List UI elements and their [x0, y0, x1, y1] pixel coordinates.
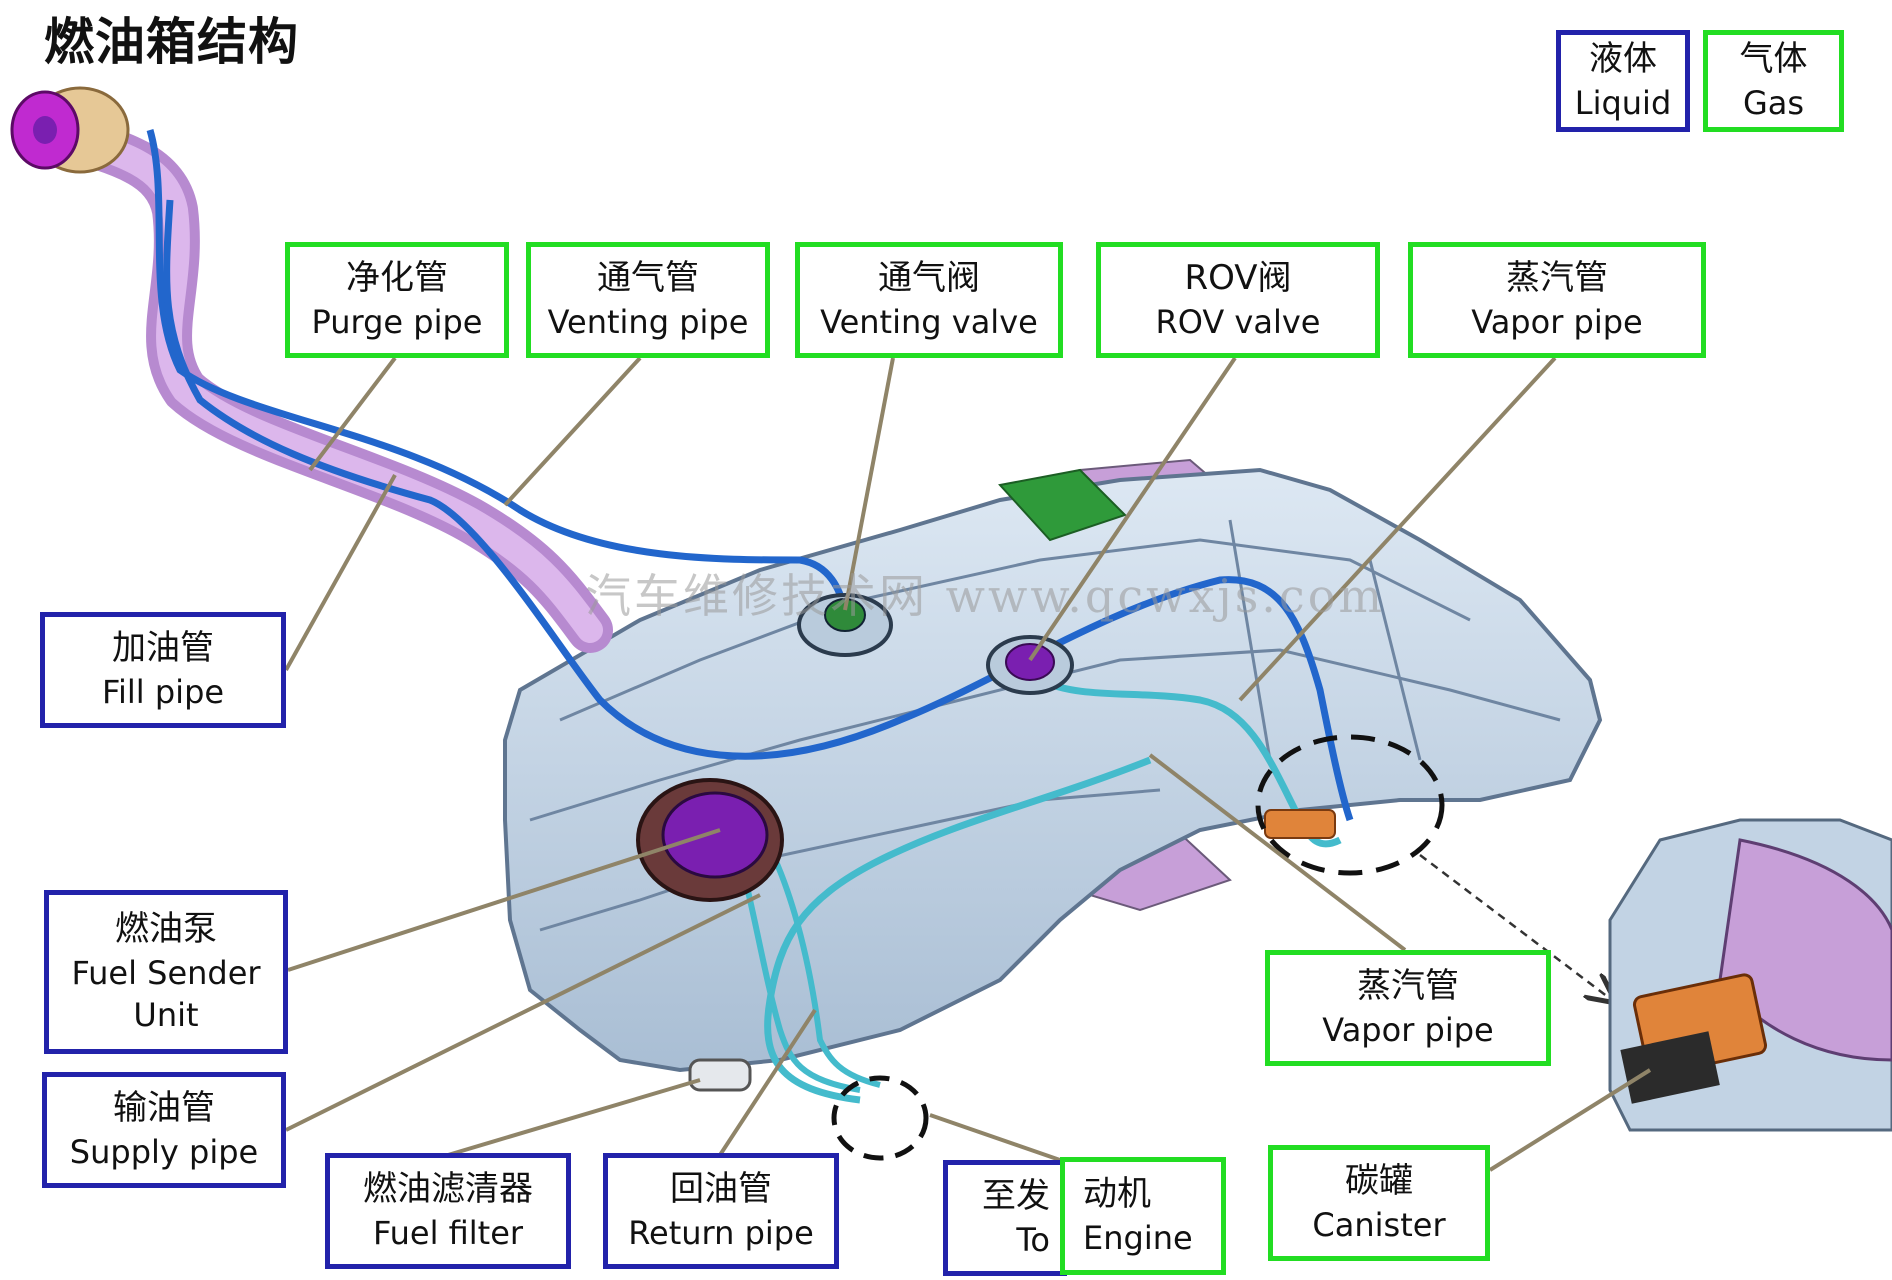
- purge-pipe-line: [163, 199, 1354, 822]
- fill-pipe-tube-highlight: [27, 117, 603, 643]
- label-vapor-pipe-top-en: Vapor pipe: [1471, 303, 1643, 342]
- fuel-filter-body: [688, 1058, 752, 1092]
- label-fuel-sender-unit: 燃油泵 Fuel Sender Unit: [44, 890, 288, 1054]
- label-purge-pipe: 净化管 Purge pipe: [285, 242, 509, 358]
- label-vapor-pipe-bottom-en: Vapor pipe: [1322, 1011, 1494, 1050]
- watermark: 汽车维修技术网 www.qcwxjs.com: [585, 569, 1386, 623]
- label-fuel-sender-unit-zh: 燃油泵: [115, 909, 217, 950]
- label-fuel-filter: 燃油滤清器 Fuel filter: [325, 1153, 571, 1269]
- label-return-pipe-en: Return pipe: [628, 1214, 814, 1253]
- label-rov-valve-zh: ROV阀: [1184, 258, 1292, 299]
- legend-liquid-en: Liquid: [1574, 84, 1672, 123]
- label-to-engine-right: 动机 Engine: [1060, 1157, 1226, 1275]
- label-to-engine-en-1: To: [1016, 1221, 1050, 1260]
- rov-valve: [1005, 643, 1055, 681]
- label-venting-valve-zh: 通气阀: [878, 258, 980, 299]
- page-title: 燃油箱结构: [44, 13, 299, 71]
- canister-connector: [1264, 809, 1336, 839]
- tank-module: [998, 468, 1127, 542]
- label-vapor-pipe-bottom: 蒸汽管 Vapor pipe: [1265, 950, 1551, 1066]
- label-venting-pipe: 通气管 Venting pipe: [526, 242, 770, 358]
- venting-pipe-line: [146, 129, 849, 611]
- label-venting-pipe-zh: 通气管: [597, 258, 699, 299]
- label-venting-valve: 通气阀 Venting valve: [795, 242, 1063, 358]
- label-fuel-sender-unit-en2: Unit: [133, 996, 199, 1035]
- canister-bracket: [1620, 1031, 1720, 1104]
- venting-valve: [824, 598, 866, 632]
- label-supply-pipe: 输油管 Supply pipe: [42, 1072, 286, 1188]
- label-vapor-pipe-bottom-zh: 蒸汽管: [1357, 966, 1459, 1007]
- label-purge-pipe-zh: 净化管: [346, 258, 448, 299]
- label-rov-valve-en: ROV valve: [1155, 303, 1321, 342]
- label-fuel-filter-zh: 燃油滤清器: [363, 1169, 533, 1210]
- legend-liquid-zh: 液体: [1589, 39, 1657, 80]
- label-canister: 碳罐 Canister: [1268, 1145, 1490, 1261]
- label-vapor-pipe-top: 蒸汽管 Vapor pipe: [1408, 242, 1706, 358]
- label-to-engine-zh-2: 动机: [1083, 1174, 1151, 1215]
- leader-lines: [284, 356, 1652, 1172]
- tank-rib: [1228, 519, 1272, 761]
- label-vapor-pipe-top-zh: 蒸汽管: [1506, 258, 1608, 299]
- tank-contour: [539, 788, 1161, 932]
- label-canister-en: Canister: [1312, 1206, 1446, 1245]
- engine-connector-callout: [831, 1075, 929, 1161]
- label-canister-zh: 碳罐: [1345, 1161, 1413, 1202]
- label-venting-valve-en: Venting valve: [820, 303, 1038, 342]
- label-venting-pipe-en: Venting pipe: [547, 303, 749, 342]
- label-supply-pipe-en: Supply pipe: [69, 1133, 259, 1172]
- filler-cap-center: [33, 116, 57, 144]
- label-to-engine-left: 至发 To: [943, 1160, 1067, 1276]
- label-fuel-sender-unit-en1: Fuel Sender: [71, 954, 261, 993]
- return-pipe-line: [757, 828, 881, 1088]
- tank-contour: [559, 538, 1471, 722]
- label-to-engine-zh-1: 至发: [982, 1176, 1050, 1217]
- callout-arrow: [1419, 854, 1612, 1000]
- label-fuel-filter-en: Fuel filter: [372, 1214, 524, 1253]
- label-purge-pipe-en: Purge pipe: [311, 303, 483, 342]
- legend-gas-zh: 气体: [1739, 39, 1808, 80]
- legend-gas-en: Gas: [1742, 84, 1805, 123]
- label-supply-pipe-zh: 输油管: [113, 1088, 215, 1129]
- label-fill-pipe-en: Fill pipe: [101, 673, 225, 712]
- label-return-pipe-zh: 回油管: [670, 1169, 772, 1210]
- label-fill-pipe: 加油管 Fill pipe: [40, 612, 286, 728]
- canister-connection-callout: [1255, 734, 1445, 876]
- label-fill-pipe-zh: 加油管: [112, 628, 214, 669]
- label-rov-valve: ROV阀 ROV valve: [1096, 242, 1380, 358]
- fuel-sender-unit-cap: [661, 791, 769, 879]
- fuel-tank-body: [503, 467, 1603, 1073]
- label-return-pipe: 回油管 Return pipe: [603, 1153, 839, 1269]
- label-to-engine-en-2: Engine: [1083, 1219, 1193, 1258]
- legend-gas: 气体 Gas: [1703, 30, 1844, 132]
- tank-rib: [1368, 559, 1422, 761]
- legend-liquid: 液体 Liquid: [1556, 30, 1690, 132]
